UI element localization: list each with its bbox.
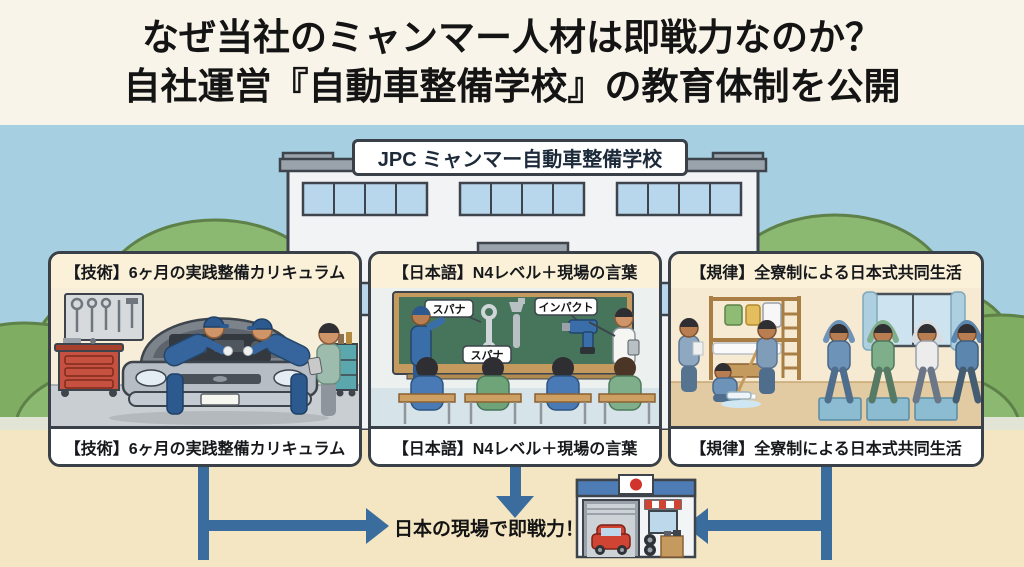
arrow-right-vertical [821, 467, 832, 560]
instructor-icon [307, 323, 341, 416]
japan-flag-icon [618, 474, 654, 495]
arrow-left-horizontal [198, 520, 366, 531]
parts-crate-icon [660, 530, 684, 558]
tire-stack-icon [644, 534, 656, 556]
mechanic-right-icon [243, 318, 311, 415]
students-stretching-icon [823, 320, 981, 404]
blackboard-label-spanner-1: スパナ [424, 299, 482, 323]
tool-board-icon [64, 293, 144, 341]
svg-text:スパナ: スパナ [433, 303, 466, 316]
mechanic-left-icon [163, 316, 233, 415]
header-band: なぜ当社のミャンマー人材は即戦力なのか？ 自社運営『自動車整備学校』の教育体制を… [0, 0, 1024, 125]
bed-ladder-icon [781, 300, 799, 378]
school-sign: JPC ミャンマー自動車整備学校 [352, 139, 688, 176]
page-title-line2: 自社運営『自動車整備学校』の教育体制を公開 [123, 65, 901, 107]
student-mopping-icon [721, 320, 778, 408]
seated-students-icon [398, 357, 656, 424]
panel-japanese-footer: 【日本語】N4レベル＋現場の言葉 [371, 426, 659, 464]
panel-japanese: 【日本語】N4レベル＋現場の言葉 [368, 251, 662, 467]
tool-cabinet-icon [54, 338, 124, 397]
panel-technical-footer: 【技術】6ヶ月の実践整備カリキュラム [51, 426, 359, 464]
panel-discipline-header: 【規律】全寮制による日本式共同生活 [671, 254, 981, 288]
adjustable-wrench-drawing-icon [509, 298, 525, 348]
shop-awning-icon [644, 499, 682, 510]
desks-icon [398, 393, 656, 424]
shop-window [648, 510, 678, 534]
workshop-illustration [51, 288, 359, 426]
svg-text:インパクト: インパクト [539, 301, 594, 314]
student-wiping-icon [678, 318, 704, 392]
arrow-left-vertical [198, 467, 209, 560]
arrow-middle-vertical [510, 467, 521, 497]
arrow-right-horizontal [708, 520, 832, 531]
arrow-right-head-icon [366, 508, 389, 544]
arrow-down-head-icon [496, 496, 534, 518]
building-windows-row1 [301, 181, 743, 217]
exercise-mats-icon [818, 397, 958, 421]
red-car-icon [591, 524, 631, 555]
conclusion-text: 日本の現場で即戦力！ [394, 519, 585, 540]
bunk-bed-icon [709, 296, 801, 380]
blackboard-label-impact: インパクト [534, 297, 598, 321]
dormitory-illustration [671, 288, 981, 426]
panel-discipline-footer: 【規律】全寮制による日本式共同生活 [671, 426, 981, 464]
panel-technical-header: 【技術】6ヶ月の実践整備カリキュラム [51, 254, 359, 288]
panel-technical: 【技術】6ヶ月の実践整備カリキュラム [48, 251, 362, 467]
classroom-illustration: スパナ インパクト スパナ [371, 288, 659, 426]
panel-japanese-header: 【日本語】N4レベル＋現場の言葉 [371, 254, 659, 288]
japan-garage-illustration [575, 473, 697, 559]
panel-discipline: 【規律】全寮制による日本式共同生活 [668, 251, 984, 467]
page-title-line1: なぜ当社のミャンマー人材は即戦力なのか？ [142, 17, 882, 59]
hanging-clothes-icon [724, 302, 782, 328]
